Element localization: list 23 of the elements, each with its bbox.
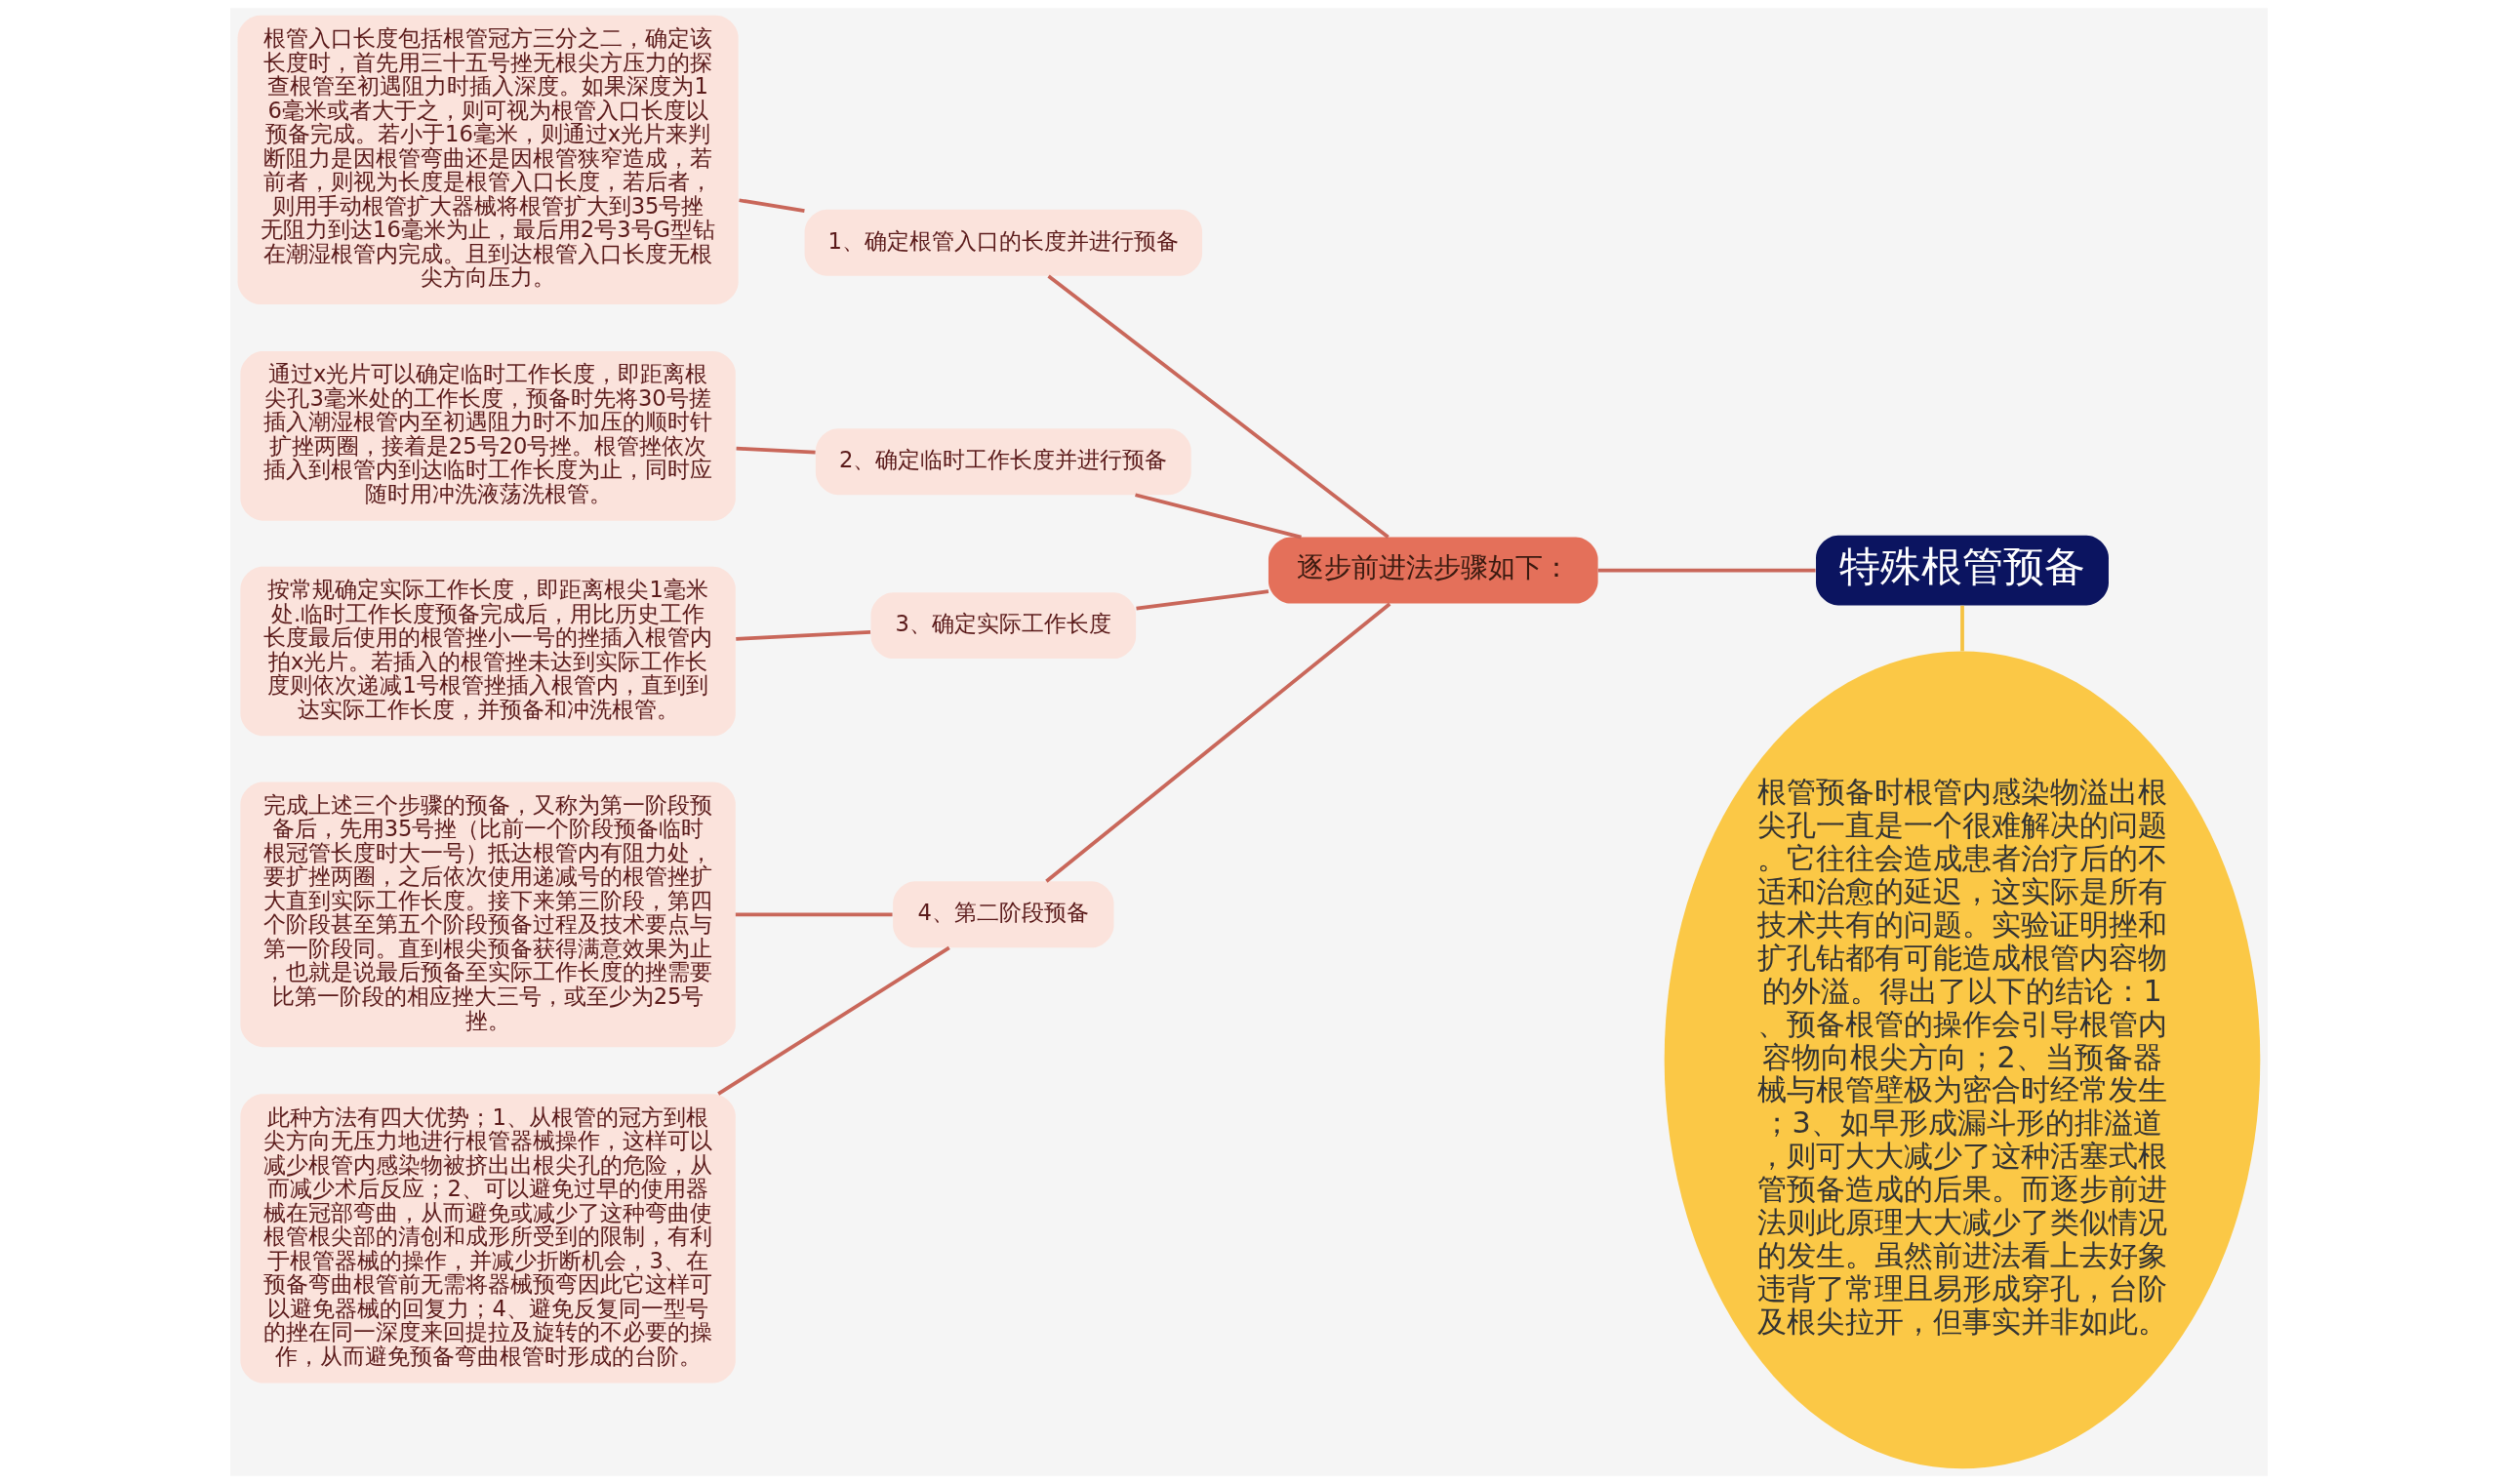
connector bbox=[736, 446, 816, 455]
node-box: 特殊根管预备 bbox=[1816, 535, 2109, 606]
node-box: 完成上述三个步骤的预备，又称为第一阶段预备后，先用35号挫（比前一个阶段预备临时根冠管长度时大一号）抵达根管内有阻力处，要扩挫两圈，之后依次使用递减号的根管挫扩大直到实际工作长度。接下来第三阶段，第四个阶段甚至第五个阶段预备过程及技术要点与第一阶段同。直到根尖预备获得满意效果为止，也就是说最后预备至实际工作长度的挫需要比第一阶段的相应挫大三号，或至少为25号挫。 bbox=[240, 782, 736, 1048]
connector bbox=[1960, 605, 1964, 652]
node-box: 2、确定临时工作长度并进行预备 bbox=[815, 428, 1191, 496]
connector bbox=[1136, 589, 1269, 611]
node-box: 1、确定根管入口的长度并进行预备 bbox=[804, 209, 1203, 276]
connector bbox=[1047, 274, 1390, 539]
node-box: 根管入口长度包括根管冠方三分之二，确定该长度时，首先用三十五号挫无根尖方压力的探查根管至初遇阻力时插入深度。如果深度为16毫米或者大于之，则可视为根管入口长度以预备完成。若小于16毫米，则通过x光片来判断阻力是因根管弯曲还是因根管狭窄造成，若前者，则视为长度是根管入口长度，若后者，则用手动根管扩大器械将根管扩大到35号挫无阻力到达16毫米为止，最后用2号3号G型钻在潮湿根管内完成。且到达根管入口长度无根尖方向压力。 bbox=[237, 15, 739, 304]
node-box: 按常规确定实际工作长度，即距离根尖1毫米处.临时工作长度预备完成后，用比历史工作长度最后使用的根管挫小一号的挫插入根管内拍x光片。若插入的根管挫未达到实际工作长度则依次递减1号根管挫插入根管内，直到到达实际工作长度，并预备和冲洗根管。 bbox=[240, 566, 736, 737]
connector bbox=[717, 945, 950, 1096]
connector bbox=[1597, 568, 1816, 573]
connector bbox=[1135, 493, 1302, 540]
connector bbox=[735, 912, 893, 917]
connector bbox=[1045, 602, 1391, 883]
node-box: 此种方法有四大优势；1、从根管的冠方到根尖方向无压力地进行根管器械操作，这样可以减少根管内感染物被挤出出根尖孔的危险，从而减少术后反应；2、可以避免过早的使用器械在冠部弯曲，从而避免或减少了这种弯曲使根管根尖部的清创和成形所受到的限制，有利于根管器械的操作，并减少折断机会，3、在预备弯曲根管前无需将器械预弯因此它这样可以避免器械的回复力；4、避免反复同一型号的挫在同一深度来回提拉及旋转的不必要的操作，从而避免预备弯曲根管时形成的台阶。 bbox=[240, 1094, 736, 1384]
node-box: 4、第二阶段预备 bbox=[893, 881, 1114, 948]
connector bbox=[739, 198, 805, 213]
node-box: 3、确定实际工作长度 bbox=[870, 592, 1137, 660]
node-ellipse: 根管预备时根管内感染物溢出根尖孔一直是一个很难解决的问题。它往往会造成患者治疗后的不适和治愈的延迟，这实际是所有技术共有的问题。实验证明挫和扩孔钻都有可能造成根管内容物的外溢。得出了以下的结论：1、预备根管的操作会引导根管内容物向根尖方向；2、当预备器械与根管壁极为密合时经常发生；3、如早形成漏斗形的排溢道，则可大大减少了这种活塞式根管预备造成的后果。而逐步前进法则此原理大大减少了类似情况的发生。虽然前进法看上去好象违背了常理且易形成穿孔，台阶及根尖拉开，但事实并非如此。 bbox=[1664, 651, 2261, 1469]
connector bbox=[736, 630, 871, 641]
node-box: 通过x光片可以确定临时工作长度，即距离根尖孔3毫米处的工作长度，预备时先将30号搓插入潮湿根管内至初遇阻力时不加压的顺时针扩挫两圈，接着是25号20号挫。根管挫依次插入到根管内到达临时工作长度为止，同时应随时用冲洗液荡洗根管。 bbox=[240, 351, 736, 521]
node-box: 逐步前进法步骤如下： bbox=[1268, 537, 1598, 604]
